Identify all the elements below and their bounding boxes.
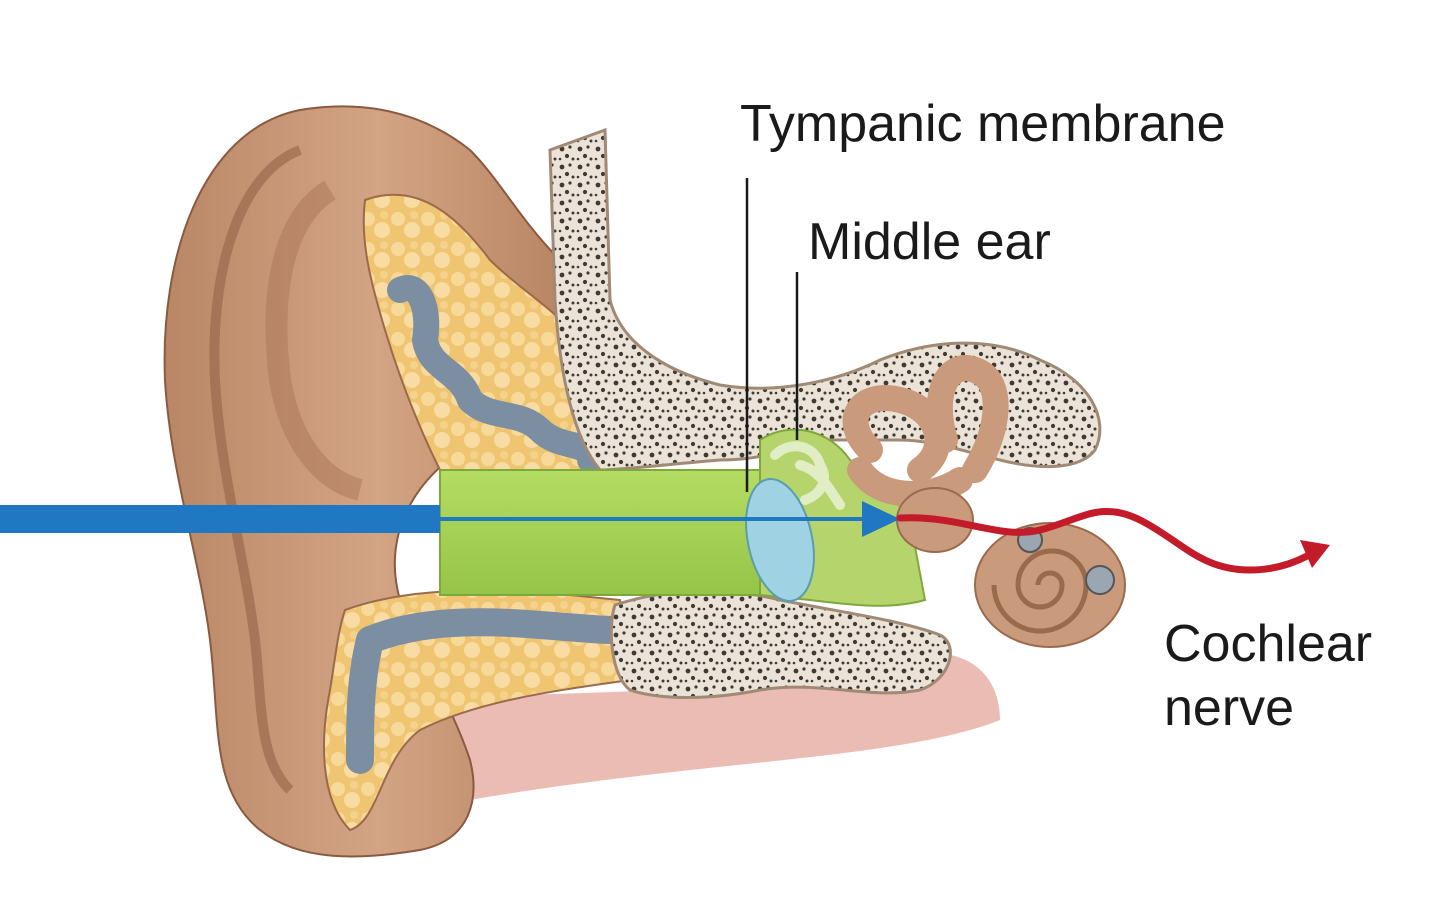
cochlear-nerve-label-line1: Cochlear — [1164, 615, 1373, 673]
middle-ear-label: Middle ear — [808, 213, 1051, 271]
ossicles — [770, 441, 845, 510]
sound-wave-arrow — [0, 501, 900, 537]
ear-canal — [439, 469, 771, 596]
tympanic-membrane-shape — [745, 477, 815, 603]
tympanic-membrane-label: Tympanic membrane — [740, 95, 1226, 153]
cochlear-nerve-label-line2: nerve — [1164, 679, 1295, 737]
temporal-bone-lower — [609, 589, 952, 699]
temporal-bone-upper — [548, 127, 1102, 472]
cochlea — [974, 522, 1126, 648]
cochlear-nerve-label: Cochlear nerve — [1164, 612, 1372, 740]
upper-blue-tissue — [387, 275, 603, 473]
semicircular-canals — [842, 355, 1009, 507]
cochlear-nerve-arrow — [896, 508, 1330, 574]
lower-blue-tissue — [346, 608, 624, 774]
